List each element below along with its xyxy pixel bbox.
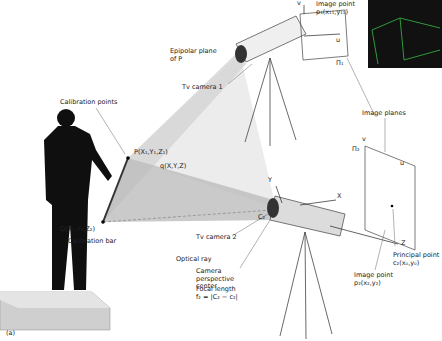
camera2-body bbox=[270, 196, 345, 236]
image-plane-2 bbox=[365, 146, 415, 250]
text-label: Image point bbox=[354, 272, 393, 280]
optical-ray bbox=[103, 210, 272, 222]
leader-lines bbox=[96, 58, 395, 270]
calibration-bar bbox=[103, 158, 128, 222]
text-label: q(X,Y,Z) bbox=[160, 163, 186, 171]
text-label: Z bbox=[401, 240, 405, 248]
camera2-axes bbox=[276, 186, 398, 244]
text-label: u bbox=[336, 37, 340, 45]
text-label: Image planes bbox=[362, 110, 406, 118]
text-label: v bbox=[297, 0, 301, 8]
text-label: Tv camera 2 bbox=[196, 234, 237, 242]
text-label: Tv camera 1 bbox=[182, 84, 223, 92]
platform bbox=[0, 292, 110, 330]
camera1-body bbox=[236, 16, 306, 62]
text-label: p₁(x₁₁,y₁₁) bbox=[316, 9, 348, 17]
camera2-cone bbox=[103, 158, 278, 222]
inset-wireframe bbox=[372, 18, 440, 64]
text-label: v bbox=[362, 136, 366, 144]
text-label: Calibration points bbox=[60, 99, 117, 107]
text-label: Optical ray bbox=[176, 256, 212, 264]
text-label: c₂(x₀,y₀) bbox=[393, 260, 419, 268]
text-label: Image point bbox=[316, 1, 355, 9]
text-label: p₂(x₂,y₂) bbox=[354, 280, 381, 288]
point-q bbox=[101, 220, 105, 224]
text-label: f₂ = |C₂ − c₂| bbox=[196, 294, 238, 302]
camera1-lens bbox=[235, 45, 247, 63]
text-label: (a) bbox=[6, 330, 15, 338]
text-label: u bbox=[400, 160, 404, 168]
point-p bbox=[126, 156, 130, 160]
text-label: X bbox=[337, 193, 341, 201]
text-label: Y bbox=[268, 177, 272, 185]
person-silhouette bbox=[44, 109, 112, 290]
text-label: Π₁ bbox=[336, 60, 344, 68]
camera2-lens bbox=[267, 198, 279, 218]
text-label: P(X₁,Y₁,Z₁) bbox=[134, 149, 168, 157]
text-label: Focal length bbox=[196, 286, 236, 294]
camera2-tripod bbox=[280, 232, 332, 339]
text-label: Principal point bbox=[393, 252, 439, 260]
text-label: Π₂ bbox=[352, 146, 360, 154]
text-label: Calibration bar bbox=[68, 238, 116, 246]
principal-point bbox=[391, 205, 394, 208]
text-label: C₂ bbox=[258, 214, 265, 222]
inset-panel bbox=[368, 0, 442, 68]
camera1-tripod bbox=[245, 58, 296, 146]
text-label: Q(X₂,Y₂,Z₂) bbox=[60, 226, 95, 234]
platform-top bbox=[0, 292, 110, 308]
text-label: Epipolar plane of P bbox=[170, 48, 222, 63]
